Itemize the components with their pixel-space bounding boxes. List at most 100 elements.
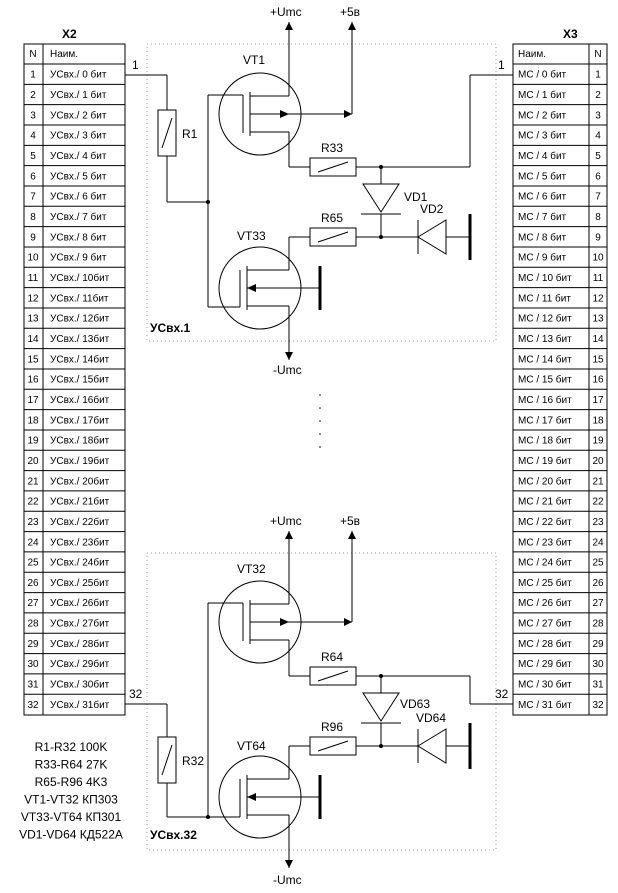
x2-pin-number: 28 [27,619,39,630]
diode-vd1-label: VD1 [404,190,428,204]
x2-pin-number: 4 [30,131,36,142]
x3-pin-number: 30 [592,659,604,670]
x2-pin-number: 19 [27,436,39,447]
continuation-dots [319,394,321,448]
arrow-supply-5v-32 [348,531,356,539]
x3-pin-number: 21 [592,476,604,487]
x3-pin-name: МС / 4 бит [518,150,567,162]
resistor-r96-label: R96 [321,720,343,734]
x2-pin-number: 15 [27,354,39,365]
x3-pin-number: 10 [592,253,604,264]
connector-x2-col-name: Наим. [50,49,78,60]
x2-pin-number: 31 [27,680,39,691]
circuit-block-32-label: УСвх.32 [150,828,197,842]
x2-pin-name: УСвх./ 10бит [50,272,110,284]
x2-pin-name: УСвх./ 29бит [50,658,110,670]
x2-pin-name: УСвх./ 31бит [50,699,110,711]
x3-pin-name: МС / 23 бит [518,536,572,548]
x2-pin-name: УСвх./ 20бит [50,475,110,487]
connector-x3-col-n: N [594,49,601,60]
x2-pin-number: 18 [27,415,39,426]
x3-pin-name: МС / 0 бит [518,69,567,81]
supply-pos-label-1: +Umc [270,5,302,19]
x2-pin-name: УСвх./ 0 бит [50,69,107,81]
x2-pin-number: 32 [27,700,39,711]
vt32-arrow [280,618,289,626]
x2-pin-name: УСвх./ 23бит [50,536,110,548]
x3-pin-name: МС / 27 бит [518,618,572,630]
x2-pin-number: 11 [28,273,39,284]
circuit-block-1: УСвх.1 +Umc +5в 1 R1 VT1 [125,5,513,377]
diode-vd63-label: VD63 [400,697,430,711]
arrow-supply-5v-1 [348,22,356,30]
x3-pin-number: 1 [595,70,601,81]
circuit-block-1-frame [146,43,497,342]
connector-x3-title: X3 [563,27,578,41]
x3-pin-name: МС / 26 бит [518,597,572,609]
resistor-r96-slash [317,740,349,752]
resistor-r64-label: R64 [321,650,343,664]
resistor-r65-slash [317,231,349,243]
continuation-dot [319,420,321,422]
x3-pin-name: МС / 5 бит [518,170,567,182]
x3-pin-name: МС / 24 бит [518,557,572,569]
x2-pin-number: 1 [30,70,36,81]
x2-pin-name: УСвх./ 17бит [50,414,110,426]
x2-pin-name: УСвх./ 3 бит [50,130,107,142]
x3-pin-number: 5 [595,151,601,162]
x2-pin-name: УСвх./ 5 бит [50,170,107,182]
vt64-arrow [247,793,256,801]
pin-in-label-32: 32 [129,687,143,701]
x2-pin-number: 5 [30,151,36,162]
transistor-vt32-label: VT32 [237,562,266,576]
x2-pin-name: УСвх./ 25бит [50,577,110,589]
x2-pin-name: УСвх./ 21бит [50,496,110,508]
x2-pin-name: УСвх./ 7 бит [50,211,107,223]
x2-pin-name: УСвх./ 16бит [50,394,110,406]
continuation-dot [319,446,321,448]
x3-pin-number: 31 [592,680,604,691]
x3-pin-number: 29 [592,639,604,650]
x2-pin-number: 13 [27,314,39,325]
x3-pin-name: МС / 28 бит [518,638,572,650]
x3-pin-name: МС / 14 бит [518,353,572,365]
x3-pin-name: МС / 19 бит [518,455,572,467]
x3-pin-name: МС / 18 бит [518,435,572,447]
x2-pin-number: 14 [27,334,39,345]
connector-x3-col-name: Наим. [518,49,546,60]
x2-pin-name: УСвх./ 14бит [50,353,110,365]
resistor-r32-slash [161,744,173,776]
x3-pin-name: МС / 25 бит [518,577,572,589]
x2-pin-number: 21 [27,476,39,487]
continuation-dot [319,433,321,435]
continuation-dot [319,407,321,409]
x2-pin-name: УСвх./ 11бит [50,292,109,304]
x2-pin-number: 29 [27,639,39,650]
x2-pin-number: 30 [27,659,39,670]
x2-pin-number: 24 [27,537,39,548]
resistor-r33-label: R33 [321,141,343,155]
x2-pin-name: УСвх./ 15бит [50,374,110,386]
resistor-r1-label: R1 [182,127,198,141]
x3-pin-name: МС / 15 бит [518,374,572,386]
x2-pin-name: УСвх./ 4 бит [50,150,107,162]
legend-line: VT33-VT64 КП301 [21,810,122,824]
x2-pin-name: УСвх./ 28бит [50,638,110,650]
x2-pin-number: 9 [30,232,36,243]
x2-pin-name: УСвх./ 12бит [50,313,110,325]
x2-pin-number: 12 [27,293,39,304]
x3-pin-number: 16 [592,375,604,386]
x3-pin-number: 22 [592,497,604,508]
x2-pin-number: 23 [27,517,39,528]
diode-vd63 [362,692,400,722]
x2-pin-name: УСвх./ 27бит [50,618,110,630]
x3-pin-number: 24 [592,537,604,548]
legend-line: VD1-VD64 КД522А [19,828,123,842]
connector-x2-col-n: N [29,49,36,60]
x2-pin-number: 8 [30,212,36,223]
x3-pin-number: 28 [592,619,604,630]
